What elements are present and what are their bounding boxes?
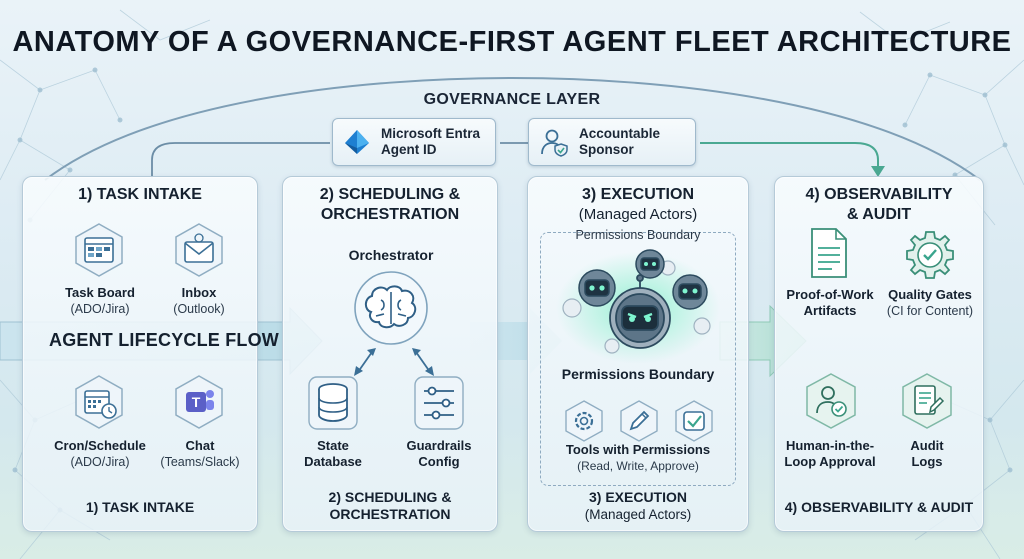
guardrails-config-label: Guardrails Config <box>406 438 472 469</box>
sponsor-user-shield-icon <box>541 129 568 157</box>
managed-actor-robots <box>556 249 720 364</box>
permissions-boundary-top-label: Permissions Boundary <box>575 228 701 242</box>
page-title: ANATOMY OF A GOVERNANCE-FIRST AGENT FLEE… <box>12 26 1012 58</box>
cron-schedule-label: Cron/Schedule (ADO/Jira) <box>54 438 146 469</box>
stage-scheduling-orchestration: 2) SCHEDULING & ORCHESTRATION Orchestrat… <box>282 176 498 532</box>
human-approval-icon <box>806 373 856 429</box>
governance-layer-label: GOVERNANCE LAYER <box>423 91 601 108</box>
orchestrator-brain-icon <box>354 271 428 345</box>
task-board-label: Task Board (ADO/Jira) <box>65 285 135 316</box>
stage-4-title: 4) OBSERVABILITY & AUDIT <box>805 186 953 223</box>
proof-of-work-artifacts-label: Proof-of-Work Artifacts <box>786 287 874 318</box>
gear-read-icon <box>565 400 603 442</box>
stage-2-title: 2) SCHEDULING & ORCHESTRATION <box>319 186 461 223</box>
pencil-write-icon <box>620 400 658 442</box>
robot-center <box>609 274 671 349</box>
calendar-clock-icon <box>75 375 123 429</box>
svg-text:T: T <box>192 394 201 410</box>
stage-3-footer: 3) EXECUTION (Managed Actors) <box>584 489 692 522</box>
state-database-label: State Database <box>304 438 362 469</box>
kanban-board-icon <box>75 223 123 277</box>
agent-lifecycle-flow-label: AGENT LIFECYCLE FLOW <box>49 330 279 350</box>
audit-log-icon <box>902 373 952 429</box>
sponsor-badge-line1: Accountable <box>579 126 661 141</box>
orchestration-arrows <box>354 348 434 376</box>
stage-observability-audit: 4) OBSERVABILITY & AUDIT 4) OBSERVABILIT… <box>774 176 984 532</box>
permissions-boundary-box <box>540 232 736 486</box>
entra-badge-line1: Microsoft Entra <box>381 126 481 141</box>
gear-check-icon <box>906 231 954 279</box>
robot-left <box>578 269 616 307</box>
permissions-boundary-mid-label: Permissions Boundary <box>561 366 715 382</box>
entra-agent-id-badge: Microsoft Entra Agent ID <box>332 118 496 166</box>
robot-right <box>672 274 708 310</box>
orchestrator-label: Orchestrator <box>348 247 434 263</box>
chat-label: Chat (Teams/Slack) <box>160 438 240 469</box>
tools-with-permissions-label: Tools with Permissions (Read, Write, App… <box>565 442 711 473</box>
robot-top <box>635 249 665 279</box>
entra-badge-line2: Agent ID <box>381 142 437 157</box>
accountable-sponsor-badge: Accountable Sponsor <box>528 118 696 166</box>
quality-gates-label: Quality Gates (CI for Content) <box>886 287 974 318</box>
stage-1-title: 1) TASK INTAKE <box>78 186 202 203</box>
human-in-the-loop-label: Human-in-the- Loop Approval <box>784 438 876 469</box>
sliders-config-icon <box>414 376 464 430</box>
database-icon <box>308 376 358 430</box>
stage-1-footer: 1) TASK INTAKE <box>85 499 195 515</box>
sponsor-badge-line2: Sponsor <box>579 142 634 157</box>
stage-4-footer: 4) OBSERVABILITY & AUDIT <box>784 499 974 515</box>
audit-logs-label: Audit Logs <box>910 438 944 469</box>
stage-3-title: 3) EXECUTION (Managed Actors) <box>578 186 698 223</box>
entra-id-icon <box>345 130 369 154</box>
inbox-envelope-icon <box>175 223 223 277</box>
inbox-label: Inbox (Outlook) <box>173 285 225 316</box>
check-approve-icon <box>675 400 713 442</box>
teams-chat-icon: T <box>175 375 223 429</box>
document-artifact-icon <box>811 228 847 278</box>
stage-2-footer: 2) SCHEDULING & ORCHESTRATION <box>328 489 452 522</box>
